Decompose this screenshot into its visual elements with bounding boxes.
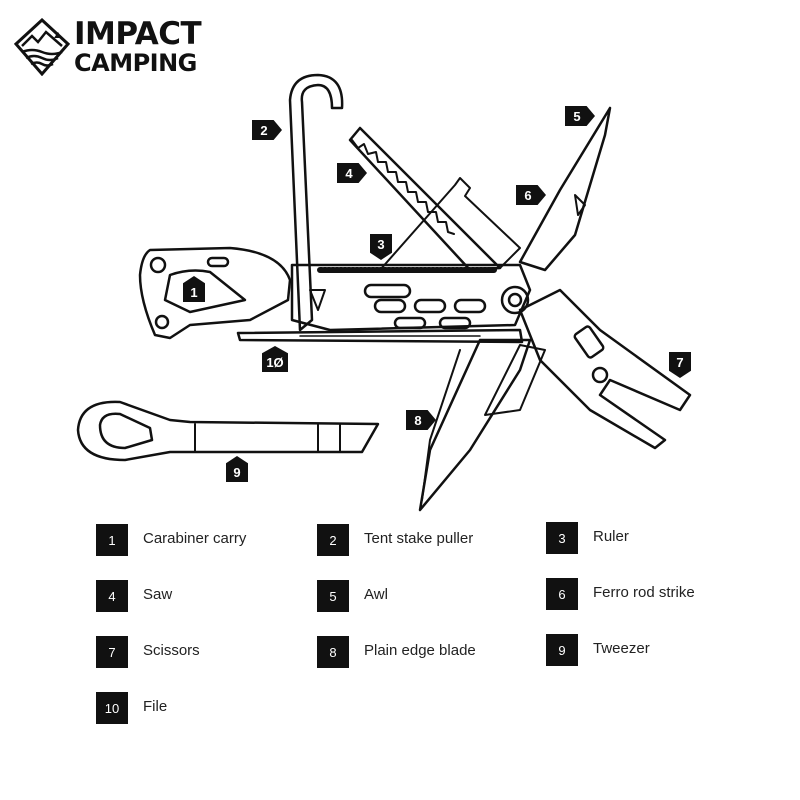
- legend-label: Tent stake puller: [364, 529, 474, 547]
- legend-number: 5: [317, 580, 349, 612]
- file-part: [236, 328, 524, 344]
- legend-item: 2 Tent stake puller: [317, 524, 473, 556]
- legend-label: Awl: [364, 585, 388, 603]
- legend-item: 8 Plain edge blade: [317, 636, 476, 668]
- callout-1: 1: [183, 276, 205, 302]
- legend-number: 10: [96, 692, 128, 724]
- legend-number: 7: [96, 636, 128, 668]
- legend-item: 10 File: [96, 692, 167, 724]
- callout-3: 3: [370, 234, 392, 260]
- legend-number: 1: [96, 524, 128, 556]
- legend-item: 6 Ferro rod strike: [546, 578, 695, 610]
- legend-label: Scissors: [143, 641, 200, 659]
- brand-logo: IMPACT CAMPING: [14, 16, 214, 78]
- legend-label: Ruler: [593, 527, 629, 545]
- tweezer-part: [76, 400, 380, 462]
- legend-label: Plain edge blade: [364, 641, 476, 659]
- callout-8: 8: [406, 410, 436, 430]
- scissors-part: [518, 288, 692, 450]
- ferro-rod-strike-part: [379, 177, 521, 271]
- legend-item: 5 Awl: [317, 580, 388, 612]
- legend-number: 9: [546, 634, 578, 666]
- brand-name-line1: IMPACT: [74, 16, 202, 52]
- legend-item: 9 Tweezer: [546, 634, 650, 666]
- tent-stake-puller-part: [288, 73, 344, 332]
- multitool-diagram: [76, 73, 692, 512]
- legend-number: 6: [546, 578, 578, 610]
- legend-label: Saw: [143, 585, 173, 603]
- legend-item: 1 Carabiner carry: [96, 524, 246, 556]
- mountain-logo-icon: [14, 18, 70, 76]
- carabiner-carry-part: [138, 246, 292, 340]
- legend-item: 4 Saw: [96, 580, 172, 612]
- brand-name-line2: CAMPING: [74, 49, 197, 77]
- callout-2: 2: [252, 120, 282, 140]
- callout-5: 5: [565, 106, 595, 126]
- callout-6: 6: [516, 185, 546, 205]
- callout-7: 7: [669, 352, 691, 378]
- legend-item: 3 Ruler: [546, 522, 629, 554]
- handle-body: [290, 263, 532, 332]
- legend-number: 4: [96, 580, 128, 612]
- plain-edge-blade-part: [418, 338, 532, 512]
- legend-label: Tweezer: [593, 639, 650, 657]
- legend-number: 2: [317, 524, 349, 556]
- legend-label: Carabiner carry: [143, 529, 247, 547]
- callout-9: 9: [226, 456, 248, 482]
- legend-label: File: [143, 697, 168, 715]
- callout-4: 4: [337, 163, 367, 183]
- legend-item: 7 Scissors: [96, 636, 200, 668]
- legend-number: 8: [317, 636, 349, 668]
- legend-label: Ferro rod strike: [593, 583, 695, 601]
- awl-part: [518, 106, 612, 272]
- legend-number: 3: [546, 522, 578, 554]
